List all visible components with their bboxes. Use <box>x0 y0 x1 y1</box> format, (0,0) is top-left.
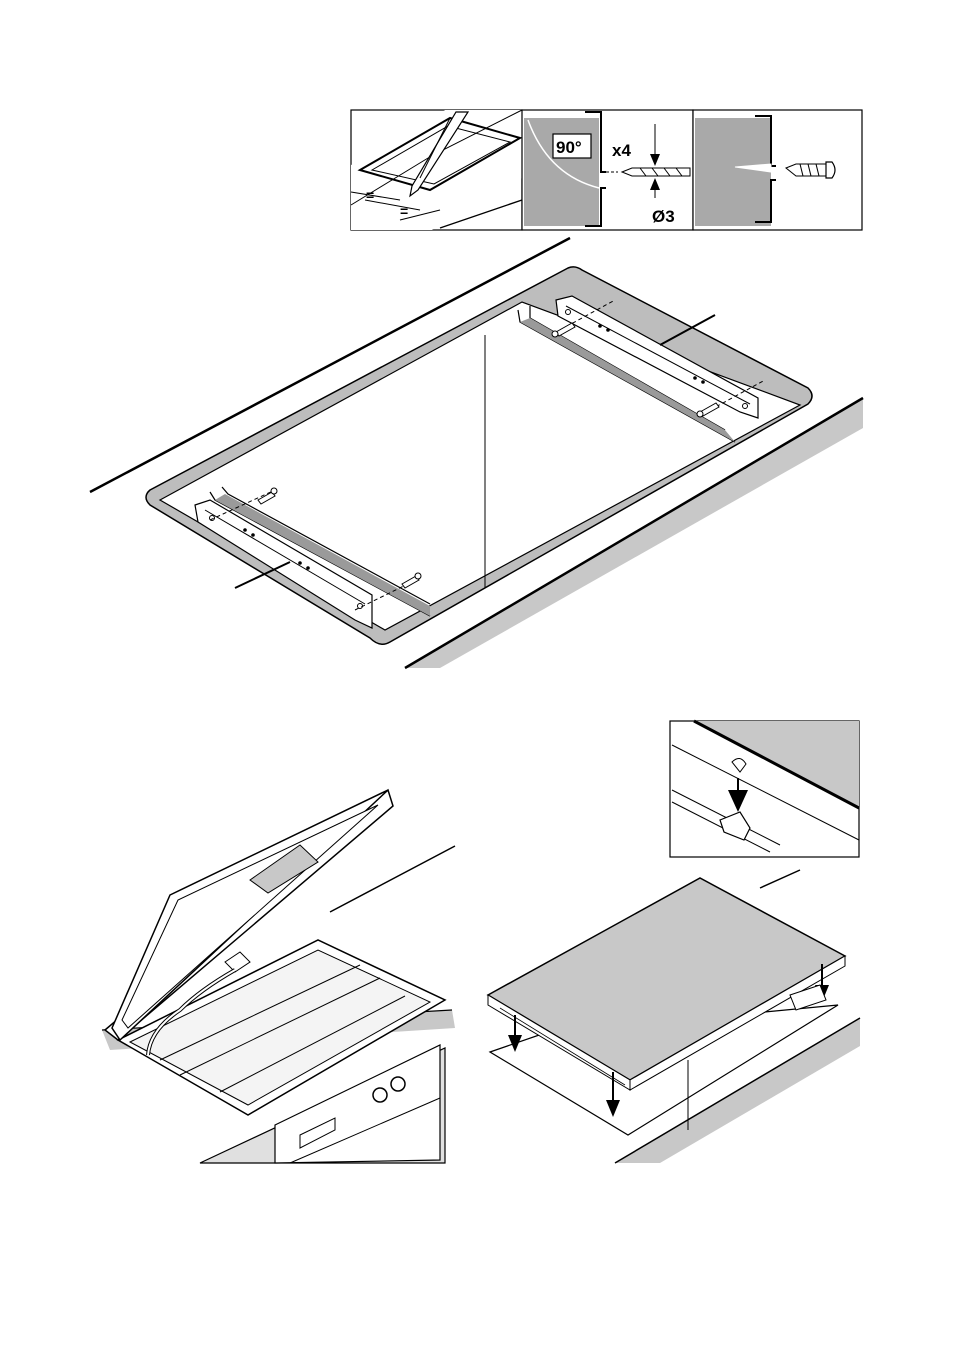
step-mark-cutout: = = <box>351 110 522 230</box>
equal-mark-2: = <box>400 203 408 219</box>
quantity-label: x4 <box>612 141 631 160</box>
hob-connection-view <box>102 790 455 1163</box>
step-drill-holes: 90° x4 Ø3 <box>522 110 693 230</box>
step-attach-screw <box>693 110 862 230</box>
hob-insert-view <box>488 870 860 1163</box>
drill-diameter-label: Ø3 <box>652 207 675 226</box>
clip-detail-inset <box>670 721 859 857</box>
step-strip: = = 90° x4 Ø3 <box>351 110 862 230</box>
equal-mark-1: = <box>366 187 374 203</box>
angle-label: 90° <box>556 138 582 157</box>
worktop-cutout-view <box>90 238 863 668</box>
